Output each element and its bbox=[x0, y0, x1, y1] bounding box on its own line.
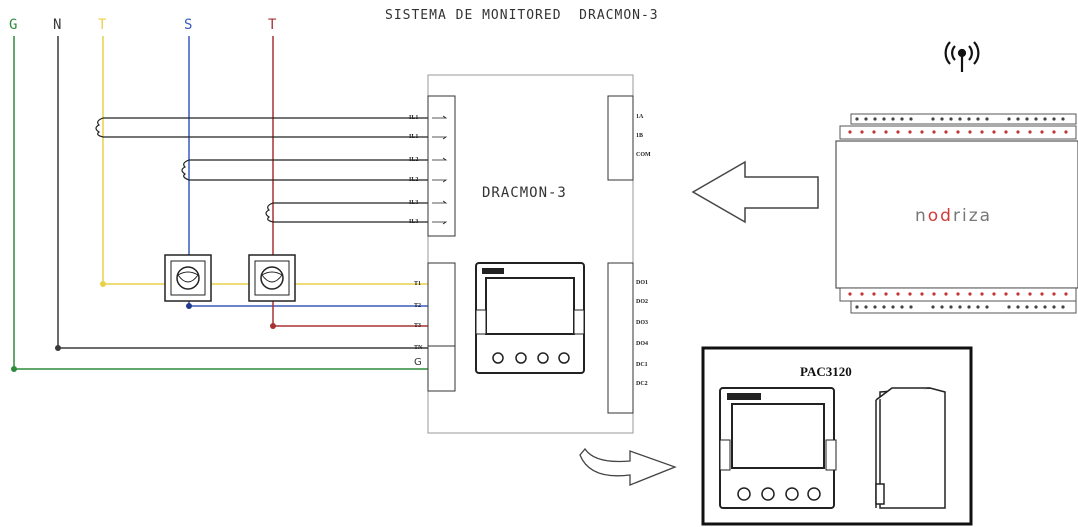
ground-terminal-label: G bbox=[414, 357, 422, 368]
terminal-label: IL3 bbox=[409, 219, 419, 225]
terminal-label: 1B bbox=[636, 133, 644, 139]
left-terminal-block-top bbox=[427, 95, 456, 237]
phase-label-t-yellow: T bbox=[98, 17, 107, 33]
nodriza-module bbox=[835, 113, 1078, 314]
phase-label-t-red: T bbox=[268, 17, 277, 33]
current-transformer-wires bbox=[95, 117, 428, 223]
left-arrow bbox=[691, 160, 819, 224]
terminal-label: DO1 bbox=[636, 280, 648, 286]
curved-arrow bbox=[579, 447, 677, 486]
terminal-label: T2 bbox=[414, 303, 422, 309]
diagram-title: SISTEMA DE MONITORED DRACMON-3 bbox=[385, 8, 659, 23]
terminal-label: IL3 bbox=[409, 200, 419, 206]
terminal-label: T1 bbox=[414, 281, 422, 287]
fuse-box-s bbox=[164, 254, 212, 302]
phase-label-s: S bbox=[184, 17, 193, 33]
wifi-antenna-icon bbox=[944, 41, 980, 72]
right-terminal-block-top bbox=[607, 95, 634, 181]
terminal-label: DO3 bbox=[636, 320, 648, 326]
terminal-label: TN bbox=[414, 345, 423, 351]
terminal-label: 1A bbox=[636, 114, 644, 120]
pac-title: PAC3120 bbox=[800, 364, 852, 379]
terminal-label: IL2 bbox=[409, 157, 419, 163]
terminal-label: DC1 bbox=[636, 362, 648, 368]
phase-label-g: G bbox=[9, 17, 18, 33]
terminal-label: DC2 bbox=[636, 381, 648, 387]
terminal-label: IL2 bbox=[409, 177, 419, 183]
terminal-label: COM bbox=[636, 152, 651, 158]
terminal-label: T3 bbox=[414, 323, 422, 329]
phase-label-n: N bbox=[53, 17, 62, 33]
fuse-box-r bbox=[248, 254, 296, 302]
terminal-label: DO4 bbox=[636, 341, 648, 347]
pac-front-view bbox=[719, 387, 837, 509]
terminal-label: IL1 bbox=[409, 115, 419, 121]
pac-side-view bbox=[875, 387, 946, 509]
right-terminal-block-bottom bbox=[607, 262, 634, 414]
dracmon-box bbox=[427, 74, 634, 434]
terminal-label: DO2 bbox=[636, 299, 648, 305]
left-terminal-block-bottom bbox=[427, 262, 456, 392]
dracmon-label: DRACMON-3 bbox=[482, 185, 567, 201]
nodriza-terminal-dots bbox=[848, 117, 1068, 309]
nodriza-brand: nodriza bbox=[915, 206, 993, 226]
embedded-meter bbox=[475, 262, 585, 374]
terminal-label: IL1 bbox=[409, 134, 419, 140]
